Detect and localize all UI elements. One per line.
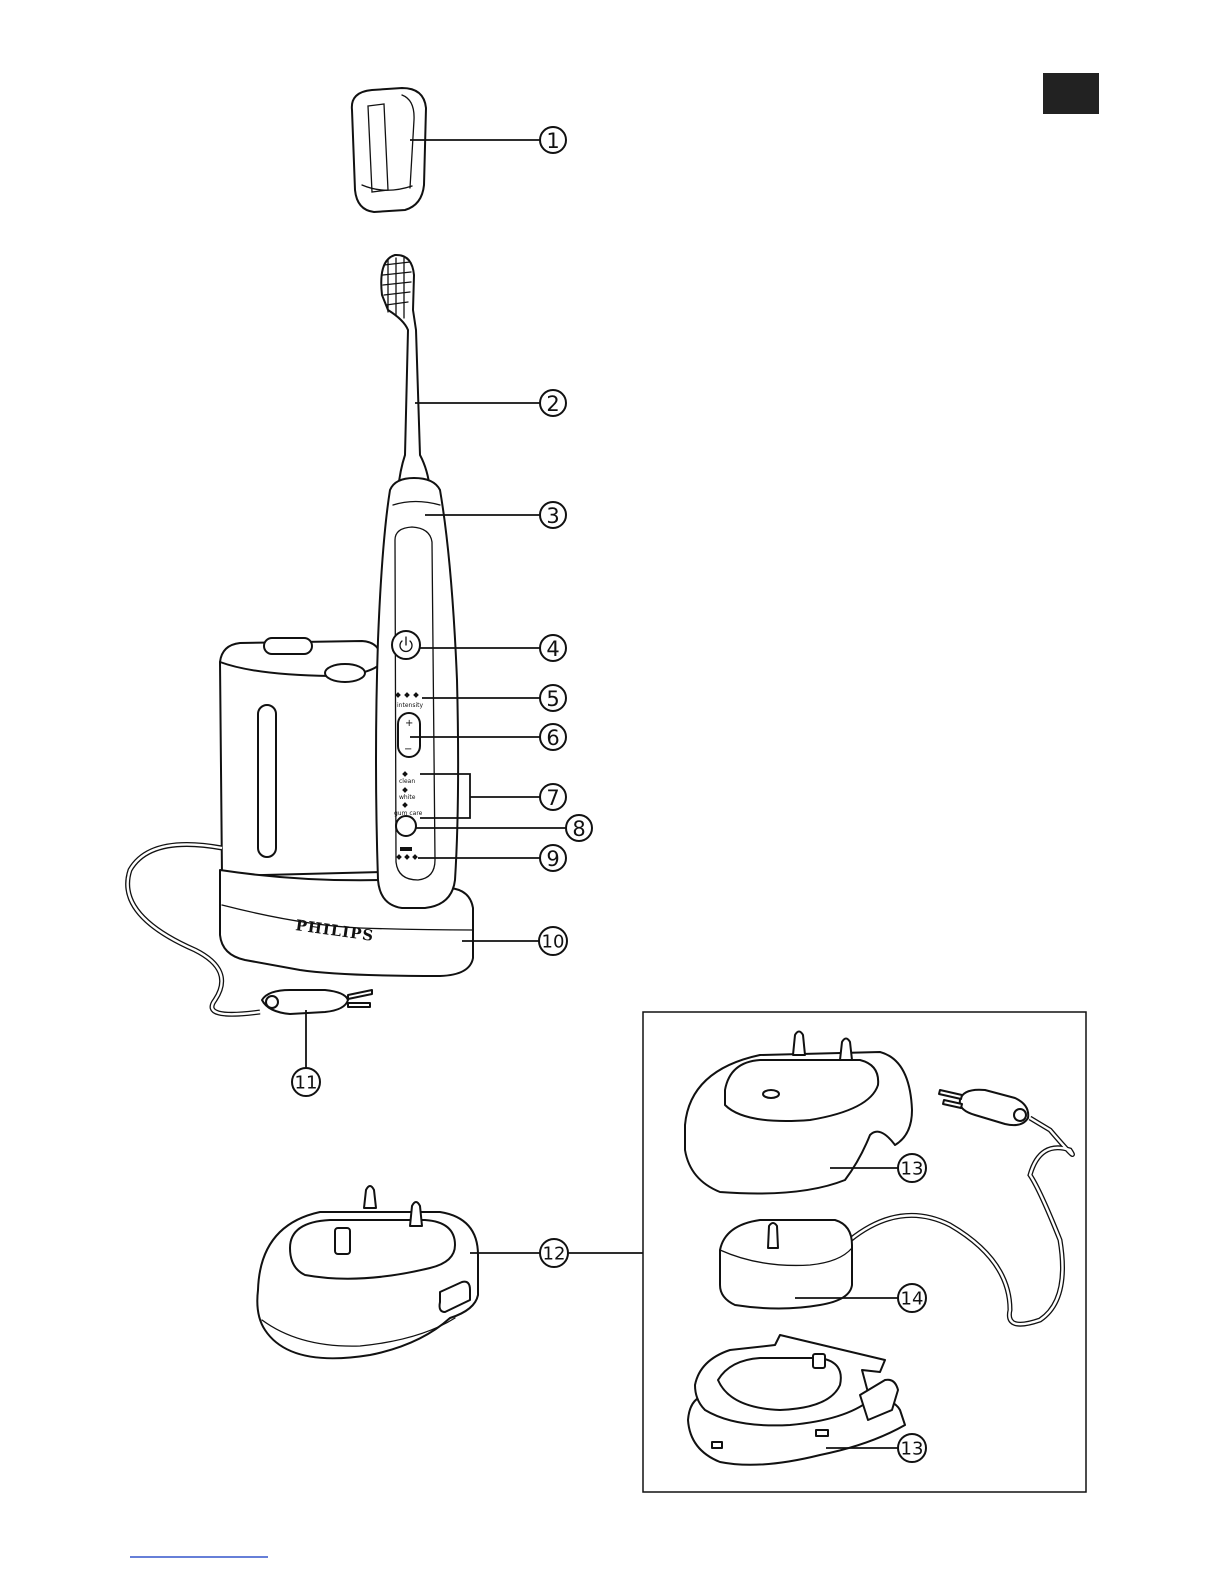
svg-text:10: 10: [542, 932, 565, 953]
brush-cap: [352, 88, 426, 212]
svg-text:5: 5: [546, 687, 559, 711]
svg-text:7: 7: [546, 786, 559, 810]
svg-text:13: 13: [901, 1439, 924, 1460]
svg-text:1: 1: [546, 129, 559, 153]
svg-text:3: 3: [546, 504, 559, 528]
svg-text:11: 11: [295, 1073, 318, 1094]
callout-12: 12: [540, 1239, 568, 1267]
toothbrush: intensity + − clean white gum care: [376, 255, 458, 908]
callout-8: 8: [566, 815, 592, 841]
callout-1: 1: [540, 127, 566, 153]
svg-text:13: 13: [901, 1159, 924, 1180]
callout-7: 7: [540, 784, 566, 810]
charger-12: [257, 1186, 478, 1358]
svg-text:9: 9: [546, 847, 559, 871]
callout-13-cover: 13: [898, 1154, 926, 1182]
callout-5: 5: [540, 685, 566, 711]
callout-9: 9: [540, 845, 566, 871]
callout-4: 4: [540, 635, 566, 661]
callout-13-base: 13: [898, 1434, 926, 1462]
callout-2: 2: [540, 390, 566, 416]
svg-text:6: 6: [546, 726, 559, 750]
svg-text:4: 4: [546, 637, 559, 661]
svg-text:intensity: intensity: [397, 702, 423, 709]
callout-14: 14: [898, 1284, 926, 1312]
base-plate: [688, 1335, 905, 1465]
svg-text:2: 2: [546, 392, 559, 416]
svg-text:clean: clean: [399, 778, 415, 785]
svg-text:white: white: [399, 794, 416, 801]
svg-text:+: +: [405, 718, 413, 729]
language-tab: [1043, 73, 1099, 114]
callout-11: 11: [292, 1068, 320, 1096]
charger-cover: [685, 1032, 912, 1194]
uv-sanitizer: [220, 638, 384, 876]
callout-6: 6: [540, 724, 566, 750]
callout-3: 3: [540, 502, 566, 528]
svg-text:12: 12: [543, 1244, 566, 1265]
svg-text:−: −: [404, 744, 412, 755]
svg-text:8: 8: [572, 817, 585, 841]
svg-text:14: 14: [901, 1289, 924, 1310]
callout-10: 10: [539, 927, 567, 955]
